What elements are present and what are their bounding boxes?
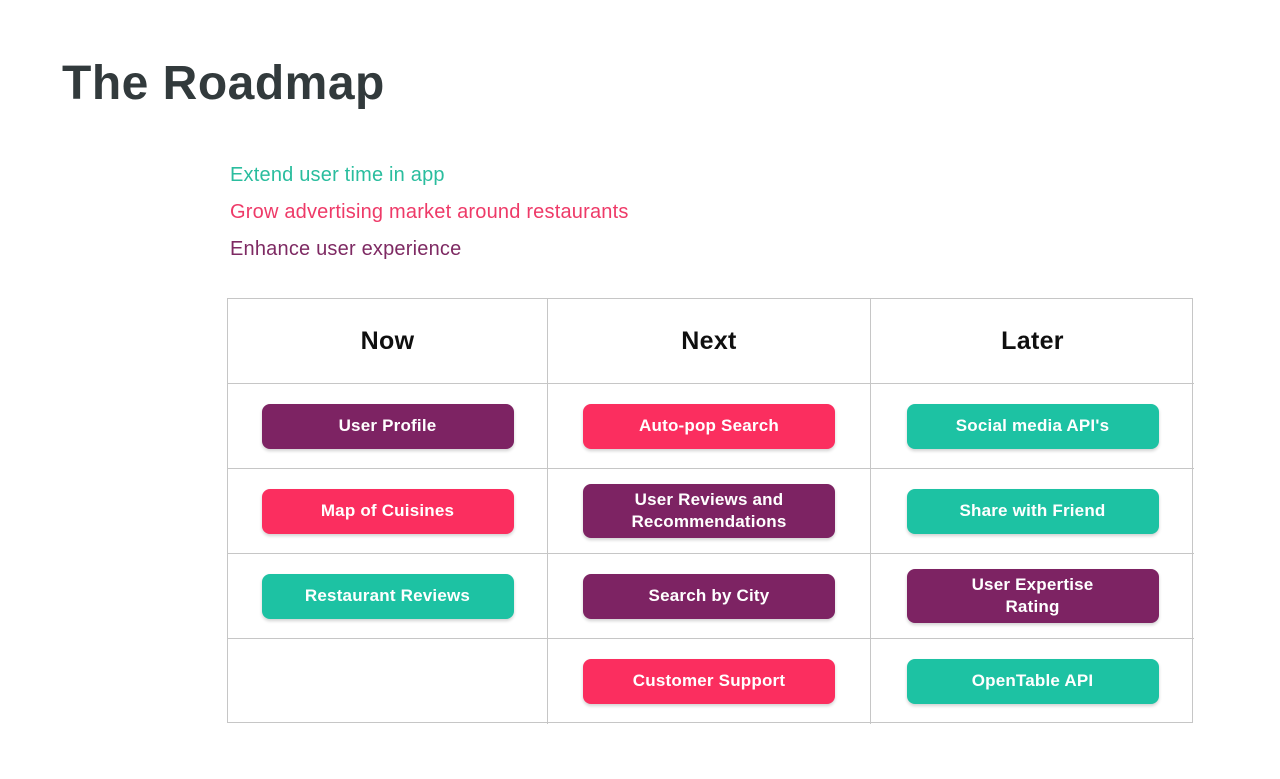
pill-social-media-apis: Social media API's [906,403,1159,449]
pill-search-by-city: Search by City [583,573,835,619]
table-cell: Search by City [548,554,871,639]
table-header-cell: Next [548,299,871,384]
table-cell: Map of Cuisines [228,469,548,554]
page-title: The Roadmap [62,57,385,110]
pill-opentable-api: OpenTable API [906,659,1159,704]
pill-auto-pop-search: Auto-pop Search [583,403,835,449]
table-header-cell: Later [871,299,1194,384]
legend-item-grow-advertising: Grow advertising market around restauran… [230,201,629,223]
table-cell: User Expertise Rating [871,554,1194,639]
legend: Extend user time in app Grow advertising… [230,157,629,268]
pill-restaurant-reviews: Restaurant Reviews [261,573,514,619]
pill-share-with-friend: Share with Friend [906,488,1159,534]
table-cell: Restaurant Reviews [228,554,548,639]
pill-user-profile: User Profile [261,403,514,449]
table-cell: Auto-pop Search [548,384,871,469]
pill-map-of-cuisines: Map of Cuisines [261,488,514,534]
legend-item-extend-user-time: Extend user time in app [230,164,445,186]
table-cell: User Profile [228,384,548,469]
table-cell: User Reviews and Recommendations [548,469,871,554]
column-header-next: Next [681,326,737,355]
table-cell: Social media API's [871,384,1194,469]
column-header-now: Now [360,326,415,355]
pill-customer-support: Customer Support [583,659,835,704]
table-cell: Share with Friend [871,469,1194,554]
table-header-cell: Now [228,299,548,384]
roadmap-table: Now Next Later User Profile Auto-pop Sea… [227,298,1194,724]
pill-user-expertise-rating: User Expertise Rating [906,568,1159,624]
column-header-later: Later [1001,326,1064,355]
table-cell: Customer Support [548,639,871,724]
table-cell-empty [228,639,548,724]
legend-item-enhance-experience: Enhance user experience [230,238,462,260]
pill-user-reviews-recommendations: User Reviews and Recommendations [583,483,835,539]
table-cell: OpenTable API [871,639,1194,724]
